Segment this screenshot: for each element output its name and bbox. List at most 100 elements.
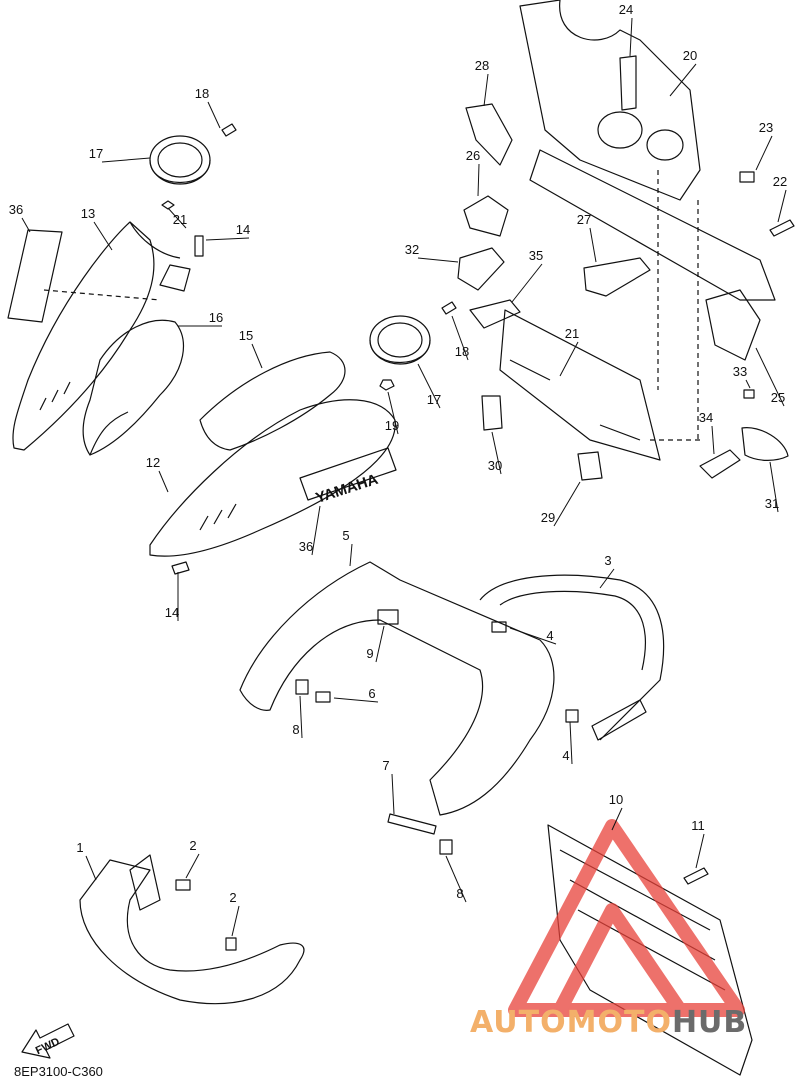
part-14-bolt-upper	[194, 235, 204, 257]
leader-line-2	[231, 905, 240, 937]
leader-line-26	[477, 163, 480, 197]
leader-line-15	[251, 343, 263, 369]
leader-line-33	[745, 379, 751, 389]
leader-line-11	[695, 833, 705, 869]
callout-23: 23	[759, 120, 773, 135]
callout-11: 11	[691, 818, 705, 833]
leader-line-36	[311, 505, 321, 556]
callout-7: 7	[382, 758, 389, 773]
part-18-screw-upper	[221, 123, 237, 137]
callout-27: 27	[577, 212, 591, 227]
leader-line-22	[777, 189, 787, 223]
part-34-clip	[699, 449, 741, 479]
watermark-text-part1: AUTOMOTO	[470, 1005, 672, 1040]
part-8-nut-lower	[439, 839, 453, 855]
part-31-holder	[741, 427, 789, 461]
callout-8: 8	[456, 886, 463, 901]
leader-line-17	[417, 363, 441, 409]
watermark-logo-icon	[508, 819, 745, 1017]
part-20-meter-panel	[519, 0, 776, 301]
callout-18: 18	[455, 344, 469, 359]
callout-12: 12	[146, 455, 160, 470]
part-15-cowl-upper	[199, 351, 346, 451]
callout-31: 31	[765, 496, 779, 511]
callout-36: 36	[299, 539, 313, 554]
callout-8: 8	[292, 722, 299, 737]
callout-14: 14	[165, 605, 179, 620]
part-14-bolt-lower	[171, 561, 190, 575]
leader-line-25	[755, 347, 785, 407]
part-21-inner-panel	[499, 309, 661, 461]
part-26-bracket	[463, 195, 509, 237]
callout-24: 24	[619, 2, 633, 17]
callout-4: 4	[562, 748, 569, 763]
part-29-damper	[577, 451, 603, 481]
leader-line-8	[299, 695, 303, 739]
part-35-stay	[469, 299, 521, 329]
part-9-damper	[377, 609, 399, 625]
leader-line-18	[207, 101, 221, 129]
part-23-screw	[739, 171, 755, 183]
callout-21: 21	[565, 326, 579, 341]
leader-line-17	[101, 157, 151, 163]
leader-line-5	[349, 543, 353, 567]
callout-22: 22	[773, 174, 787, 189]
part-18-screw-lower	[441, 301, 457, 315]
callout-25: 25	[771, 390, 785, 405]
part-6-screw	[315, 691, 331, 703]
part-33-grommet	[743, 389, 755, 399]
leader-dashes	[43, 170, 700, 441]
leader-line-7	[391, 773, 395, 815]
callout-15: 15	[239, 328, 253, 343]
leader-line-29	[553, 481, 581, 527]
callout-4: 4	[546, 628, 553, 643]
part-1-front-spoiler	[79, 854, 305, 1005]
leader-line-21	[559, 341, 579, 377]
callout-33: 33	[733, 364, 747, 379]
leader-line-27	[589, 227, 597, 263]
leader-line-1	[85, 855, 97, 881]
leader-line-10	[611, 807, 623, 831]
callout-13: 13	[81, 206, 95, 221]
leader-line-3	[599, 568, 615, 589]
callout-35: 35	[529, 248, 543, 263]
leader-line-14	[205, 237, 250, 241]
callout-21: 21	[173, 212, 187, 227]
leader-line-31	[769, 461, 779, 513]
leader-line-32	[417, 257, 459, 263]
part-3-guard-frame	[479, 574, 665, 741]
callout-10: 10	[609, 792, 623, 807]
callout-6: 6	[368, 686, 375, 701]
part-17-lamp-ring-upper	[149, 135, 211, 185]
callout-17: 17	[89, 146, 103, 161]
part-30-damper	[481, 395, 503, 431]
leader-line-30	[491, 431, 502, 475]
part-19-nut	[379, 379, 395, 391]
leader-line-6	[333, 697, 379, 703]
callout-36: 36	[9, 202, 23, 217]
part-28-bracket	[465, 103, 513, 166]
callout-28: 28	[475, 58, 489, 73]
leader-line-24	[629, 17, 633, 57]
leader-line-13	[93, 221, 113, 251]
callout-3: 3	[604, 553, 611, 568]
callout-19: 19	[385, 418, 399, 433]
callout-2: 2	[189, 838, 196, 853]
part-36-decal-left	[7, 229, 63, 323]
part-32-bracket	[457, 247, 505, 291]
part-17-lamp-ring-lower	[369, 315, 431, 365]
part-27-cover	[583, 257, 651, 297]
callout-20: 20	[683, 48, 697, 63]
leader-line-9	[375, 625, 385, 663]
part-21-bracket-left	[159, 200, 191, 292]
leader-line-21	[167, 207, 187, 229]
yamaha-decal-text: YAMAHA	[314, 471, 381, 507]
part-24-stay	[619, 55, 637, 111]
part-25-plate	[705, 289, 761, 361]
leader-line-12	[158, 470, 169, 493]
callout-14: 14	[236, 222, 250, 237]
callout-5: 5	[342, 528, 349, 543]
watermark-text: AUTOMOTOHUB	[470, 1005, 747, 1040]
leader-line-4	[569, 721, 573, 765]
